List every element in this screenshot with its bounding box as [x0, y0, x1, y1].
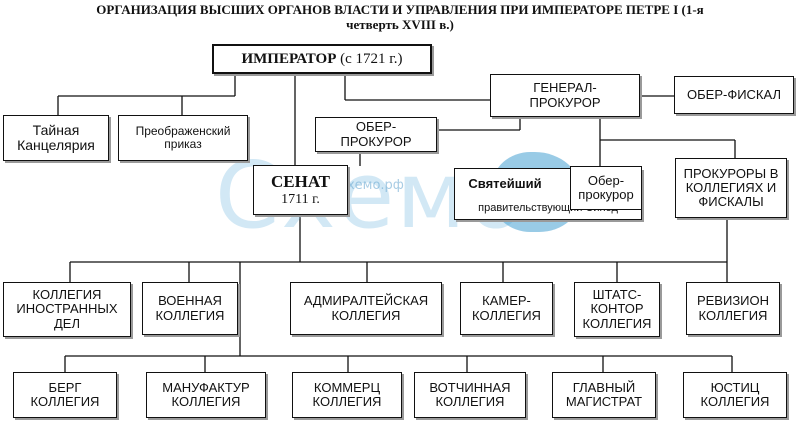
college-berg: БЕРГ КОЛЛЕГИЯ — [13, 372, 117, 418]
secret-chancellery-box: Тайная Канцелярия — [3, 115, 109, 161]
college-kamer: КАМЕР- КОЛЛЕГИЯ — [460, 282, 553, 335]
prosecutors-colleges-line2: КОЛЛЕГИЯХ И — [685, 179, 777, 195]
college-line: КОЛЛЕГИЯ — [582, 315, 652, 331]
senate-name: СЕНАТ — [271, 172, 330, 192]
diagram-title: ОРГАНИЗАЦИЯ ВЫСШИХ ОРГАНОВ ВЛАСТИ И УПРА… — [0, 2, 800, 32]
college-line: КОЛЛЕГИЯ — [435, 394, 505, 409]
college-line: КОЛЛЕГИЯ — [30, 394, 100, 409]
college-line: КОЛЛЕГИЯ — [171, 394, 241, 409]
college-line: ШТАТС- — [592, 287, 642, 303]
ober-fiscal-box: ОБЕР-ФИСКАЛ — [674, 76, 794, 114]
prosecutor-general-line1: ГЕНЕРАЛ- — [533, 80, 597, 96]
secret-chancellery-line2: Канцелярия — [17, 137, 95, 153]
college-justits: ЮСТИЦ КОЛЛЕГИЯ — [683, 372, 787, 418]
ober-prosecutor-senate-box: ОБЕР- ПРОКУРОР — [315, 117, 437, 152]
synod-line2: правительствующий Синод — [478, 202, 618, 215]
college-line: КОЛЛЕГИЯ — [331, 307, 401, 323]
college-line: КОНТОР — [590, 301, 644, 317]
preobrazhensky-line1: Преображенский — [135, 124, 231, 139]
college-manufaktur: МАНУФАКТУР КОЛЛЕГИЯ — [146, 372, 266, 418]
college-line: АДМИРАЛТЕЙСКАЯ — [303, 293, 429, 309]
college-line: КОЛЛЕГИЯ — [698, 307, 768, 323]
college-line: КОЛЛЕГИЯ — [472, 307, 541, 323]
college-shtats-kontor: ШТАТС- КОНТОР КОЛЛЕГИЯ — [574, 282, 660, 337]
college-kommerts: КОММЕРЦ КОЛЛЕГИЯ — [292, 372, 402, 418]
college-line: КОЛЛЕГИЯ — [312, 394, 382, 409]
college-line: ИНОСТРАННЫХ — [16, 301, 118, 317]
ober-prosecutor-synod-line2: прокурор — [578, 187, 634, 202]
emperor-name: ИМПЕРАТОР — [241, 50, 337, 67]
college-line: ГЛАВНЫЙ — [572, 379, 636, 395]
college-line: КОЛЛЕГИЯ — [155, 307, 225, 323]
emperor-box: ИМПЕРАТОР (с 1721 г.) — [212, 44, 432, 74]
college-line: КОММЕРЦ — [313, 379, 381, 395]
preobrazhensky-line2: приказ — [164, 137, 202, 151]
college-line: ЮСТИЦ — [710, 379, 760, 395]
title-line-1: ОРГАНИЗАЦИЯ ВЫСШИХ ОРГАНОВ ВЛАСТИ И УПРА… — [96, 2, 704, 17]
college-foreign-affairs: КОЛЛЕГИЯ ИНОСТРАННЫХ ДЕЛ — [3, 282, 131, 337]
college-line: МАНУФАКТУР — [162, 379, 250, 395]
synod-line1: Святейший — [468, 176, 542, 191]
college-line: МАГИСТРАТ — [565, 394, 643, 409]
college-line: КОЛЛЕГИЯ — [700, 394, 770, 409]
secret-chancellery-line1: Тайная — [32, 121, 80, 138]
college-line: КАМЕР- — [482, 293, 531, 309]
college-revizion: РЕВИЗИОН КОЛЛЕГИЯ — [686, 282, 780, 335]
college-votchinnaya: ВОТЧИННАЯ КОЛЛЕГИЯ — [414, 372, 526, 418]
prosecutors-colleges-line1: ПРОКУРОРЫ В — [683, 165, 779, 181]
emperor-year: (с 1721 г.) — [340, 50, 403, 67]
prosecutor-general-line2: ПРОКУРОР — [529, 94, 601, 110]
prosecutor-general-box: ГЕНЕРАЛ- ПРОКУРОР — [490, 74, 640, 117]
main-magistrate: ГЛАВНЫЙ МАГИСТРАТ — [552, 372, 656, 418]
ober-prosecutor-senate-line1: ОБЕР- — [355, 119, 397, 135]
ober-fiscal-label: ОБЕР-ФИСКАЛ — [687, 86, 781, 102]
ober-prosecutor-synod-box: Обер- прокурор — [570, 166, 642, 210]
senate-box: СЕНАТ 1711 г. — [253, 165, 348, 215]
college-line: БЕРГ — [48, 379, 82, 395]
preobrazhensky-box: Преображенский приказ — [118, 115, 248, 161]
college-military: ВОЕННАЯ КОЛЛЕГИЯ — [142, 282, 238, 335]
ober-prosecutor-senate-line2: ПРОКУРОР — [340, 133, 412, 149]
prosecutors-colleges-line3: ФИСКАЛЫ — [698, 194, 764, 210]
college-line: РЕВИЗИОН — [696, 293, 770, 309]
college-line: КОЛЛЕГИЯ — [32, 287, 102, 303]
senate-year: 1711 г. — [281, 191, 320, 207]
college-line: ВОТЧИННАЯ — [429, 379, 511, 395]
college-line: ДЕЛ — [53, 315, 80, 331]
college-admiralty: АДМИРАЛТЕЙСКАЯ КОЛЛЕГИЯ — [290, 282, 442, 335]
ober-prosecutor-synod-line1: Обер- — [587, 172, 625, 188]
college-line: ВОЕННАЯ — [158, 293, 222, 309]
title-line-2: четверть XVIII в.) — [346, 17, 454, 32]
prosecutors-colleges-box: ПРОКУРОРЫ В КОЛЛЕГИЯХ И ФИСКАЛЫ — [675, 158, 787, 218]
